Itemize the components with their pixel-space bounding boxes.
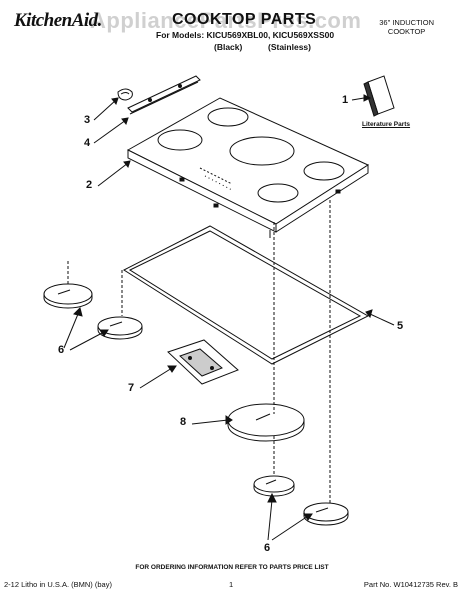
induction-coil-left-lower[interactable] [97,316,143,340]
callout-3: 3 [84,114,91,126]
callout-1: 1 [342,94,349,106]
callout-7: 7 [128,382,135,394]
cooktop-size: 36" INDUCTION COOKTOP [379,18,434,36]
cooktop-size-line2: COOKTOP [387,27,426,36]
model-numbers: For Models: KICU569XBL00, KICU569XSS00 [156,30,335,40]
control-bracket[interactable] [167,339,239,385]
callout-6-right: 6 [264,542,271,554]
literature-booklet[interactable] [363,75,395,117]
cooktop-glass[interactable] [126,97,370,238]
induction-coil-large[interactable] [227,403,305,442]
brand-logo: KitchenAid. [14,10,102,31]
explode-lines [67,200,331,504]
litho-info: 2-12 Litho in U.S.A. (BMN) (bay) [4,580,112,589]
callout-2: 2 [86,179,93,191]
cooktop-gasket[interactable] [122,225,370,365]
ordering-note: FOR ORDERING INFORMATION REFER TO PARTS … [135,564,329,571]
leader-lines [63,94,395,541]
callout-6-left: 6 [58,344,65,356]
variant-stainless: (Stainless) [268,42,311,52]
cooktop-size-line1: 36" INDUCTION [379,18,434,27]
page-number: 1 [229,580,234,589]
part-number: Part No. W10412735 Rev. B [363,580,458,589]
watermark: AppliancePartsPros.com [90,8,362,33]
induction-coil-right-upper[interactable] [253,475,295,497]
bracket-clip[interactable] [117,88,133,101]
callout-5: 5 [397,320,404,332]
variant-black: (Black) [214,42,243,52]
induction-coil-left-upper[interactable] [43,283,93,309]
literature-parts-label: Literature Parts [362,121,411,128]
mounting-bracket[interactable] [127,75,201,115]
callout-4: 4 [84,137,91,149]
callout-8: 8 [180,416,187,428]
page-title: COOKTOP PARTS [172,11,317,28]
